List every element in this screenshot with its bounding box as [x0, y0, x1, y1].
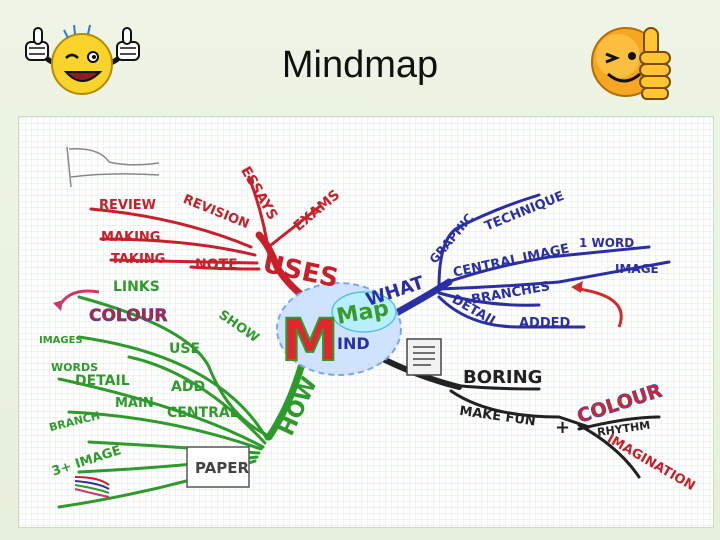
why-item-plus: + — [555, 417, 570, 438]
uses-item-review: REVIEW — [99, 198, 156, 213]
how-item-colour: COLOUR — [89, 306, 168, 326]
how-item-main: MAIN — [115, 396, 154, 411]
what-item-added: ADDED — [519, 316, 571, 331]
central-word-ind: IND — [337, 334, 370, 353]
document-icon — [406, 338, 442, 376]
central-image: M Map IND — [276, 282, 402, 376]
right-thumb-icon — [116, 27, 140, 61]
thumbs-up-winking-smiley-icon — [25, 24, 140, 95]
what-item-graphic: GRAPHIC — [427, 211, 477, 266]
uses-item-making: MAKING — [101, 230, 160, 245]
branches-arrow-icon — [578, 287, 623, 328]
central-letter-m: M — [281, 306, 339, 374]
uses-item-taking: TAKING — [111, 252, 165, 267]
how-item-images: IMAGES — [39, 335, 83, 346]
thumbs-up-hand-icon — [639, 27, 671, 100]
why-item-imagination: IMAGINATION — [604, 432, 697, 494]
how-item-paper: PAPER — [195, 459, 249, 477]
why-item-boring: BORING — [463, 367, 542, 388]
winking-thumbs-up-smiley-icon — [591, 27, 671, 100]
how-item-words: WORDS — [51, 361, 98, 374]
how-item-central: CENTRAL — [167, 405, 239, 421]
how-item-show: SHOW — [216, 308, 262, 346]
mindmap-canvas: M Map IND USES WHAT HOW ESSAYS EXAMS REV… — [39, 146, 697, 509]
colour-strands-icon — [74, 476, 110, 498]
uses-item-exams: EXAMS — [291, 187, 344, 235]
links-arrowhead-icon — [53, 300, 63, 311]
how-item-use: USE — [169, 341, 200, 357]
branches-arrowhead-icon — [571, 281, 583, 293]
uses-item-essays: ESSAYS — [237, 164, 280, 223]
why-item-make-fun: MAKE FUN — [458, 404, 536, 430]
uses-item-note: NOTE — [195, 257, 238, 273]
uses-branch-label: USES — [260, 249, 341, 294]
why-item-rhythm: RHYTHM — [596, 419, 651, 439]
what-branch-lines — [385, 193, 671, 329]
links-arrow-icon — [57, 289, 100, 308]
slide-title: Mindmap — [281, 44, 439, 86]
what-item-image: IMAGE — [615, 262, 659, 276]
what-item-central-image: CENTRAL IMAGE — [452, 241, 571, 280]
what-item-one-word: 1 WORD — [579, 236, 634, 250]
how-item-add: ADD — [171, 379, 205, 395]
how-branch-label: HOW — [274, 374, 323, 440]
what-branch-label: WHAT — [363, 272, 427, 311]
how-item-three-plus-image: 3+ IMAGE — [50, 443, 123, 479]
how-item-detail: DETAIL — [75, 373, 130, 389]
left-thumb-icon — [25, 27, 49, 61]
flag-sketch-icon — [66, 146, 160, 188]
how-branch-lines — [57, 295, 305, 509]
how-item-links: LINKS — [113, 279, 160, 295]
mindmap-diagram: M Map IND USES WHAT HOW ESSAYS EXAMS REV… — [18, 116, 714, 528]
paper-sketch: PAPER — [186, 446, 250, 488]
